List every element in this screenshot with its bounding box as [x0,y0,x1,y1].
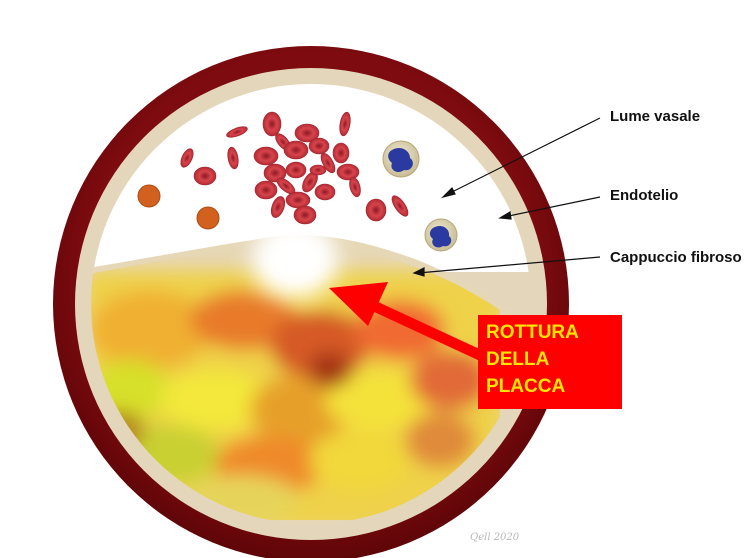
label-endothelium: Endotelio [610,187,678,204]
artist-signature: Qell 2020 [470,532,519,543]
callout-line-3: PLACCA [486,373,614,400]
label-fibrous-cap: Cappuccio fibroso [610,249,742,266]
callout-line-2: DELLA [486,346,614,373]
plaque-rupture-callout: ROTTURA DELLA PLACCA [478,315,622,409]
label-lumen: Lume vasale [610,108,700,125]
callout-line-1: ROTTURA [486,319,614,346]
